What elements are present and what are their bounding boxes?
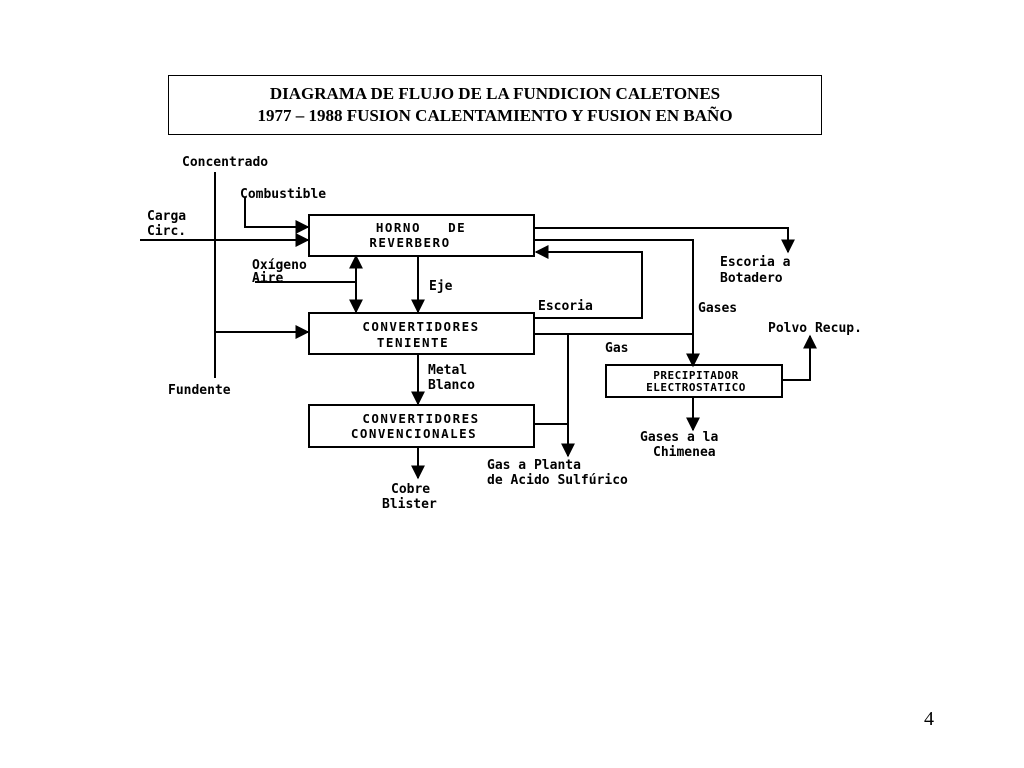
convencionales-box [308, 404, 535, 448]
label-eje: Eje [429, 279, 453, 294]
label-fundente: Fundente [168, 383, 231, 398]
label-gases-chimenea-1: Gases a la [640, 430, 718, 445]
label-escoria-botadero-2: Botadero [720, 271, 783, 286]
teniente-box [308, 312, 535, 355]
label-concentrado: Concentrado [182, 155, 268, 170]
label-gas-planta-2: de Acido Sulfúrico [487, 473, 628, 488]
label-carga-2: Circ. [147, 224, 186, 239]
label-oxigeno-2: Aire [252, 271, 283, 286]
horno-gases-line [534, 239, 700, 368]
label-carga-1: Carga [147, 209, 186, 224]
label-gas-planta-1: Gas a Planta [487, 458, 581, 473]
teniente-line-2: TENIENTE [377, 335, 449, 350]
label-gas: Gas [605, 341, 628, 356]
label-metal-2: Blanco [428, 378, 475, 393]
label-combustible: Combustible [240, 187, 326, 202]
precipitador-line-2: ELECTROSTATICO [646, 381, 746, 394]
label-cobre-1: Cobre [391, 482, 430, 497]
combustible-line [244, 197, 310, 234]
horno-box [308, 214, 535, 257]
page-number: 4 [924, 708, 934, 730]
precipitador-box [605, 364, 783, 398]
label-escoria-botadero-1: Escoria a [720, 255, 791, 270]
escoria-botadero-line [534, 227, 795, 254]
label-oxigeno-1: Oxígeno [252, 258, 307, 273]
label-gases-chimenea-2: Chimenea [653, 445, 716, 460]
title-box: DIAGRAMA DE FLUJO DE LA FUNDICION CALETO… [168, 75, 822, 135]
label-metal-1: Metal [428, 363, 467, 378]
teniente-line-1: CONVERTIDORES [362, 319, 479, 334]
label-escoria: Escoria [538, 299, 593, 314]
convencionales-line-1: CONVERTIDORES [362, 411, 479, 426]
precipitador-line-1: PRECIPITADOR [653, 369, 738, 382]
label-gases: Gases [698, 301, 737, 316]
escoria-return-line [534, 245, 643, 319]
horno-line-2: REVERBERO [369, 235, 450, 250]
horno-line-1: HORNO DE [376, 220, 466, 235]
title-line-1: DIAGRAMA DE FLUJO DE LA FUNDICION CALETO… [269, 84, 721, 103]
label-polvo: Polvo Recup. [768, 321, 862, 336]
convencionales-line-2: CONVENCIONALES [351, 426, 477, 441]
label-cobre-2: Blister [382, 497, 437, 512]
title-line-2: 1977 – 1988 FUSION CALENTAMIENTO Y FUSIO… [257, 106, 733, 125]
polvo-line [782, 334, 817, 381]
